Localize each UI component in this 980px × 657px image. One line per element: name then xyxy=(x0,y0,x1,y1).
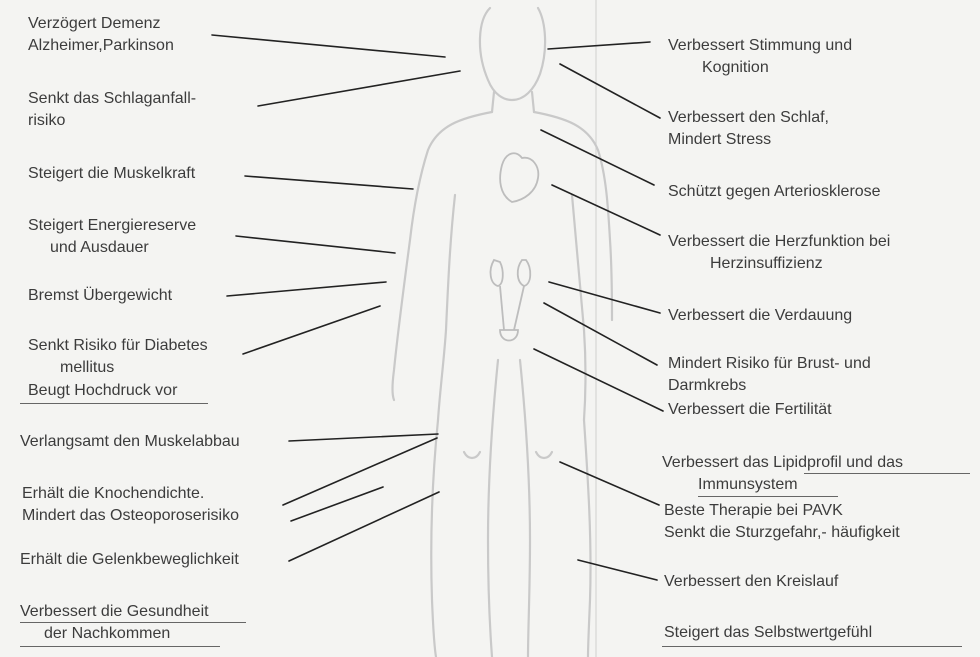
leader-diabetes xyxy=(243,306,380,354)
leader-muscle-strength xyxy=(245,176,413,189)
leader-energy xyxy=(236,236,395,253)
label-line: Steigert das Selbstwertgefühl xyxy=(664,622,872,644)
label-line: Verzögert Demenz xyxy=(28,13,174,35)
heart-organ xyxy=(500,153,538,202)
label-line: Alzheimer,Parkinson xyxy=(28,35,174,57)
label-line: Herzinsuffizienz xyxy=(668,253,890,275)
label-line: Senkt die Sturzgefahr,- häufigkeit xyxy=(664,522,900,544)
underline-self-esteem xyxy=(662,646,962,647)
label-sleep: Verbessert den Schlaf, Mindert Stress xyxy=(668,107,829,151)
label-line: Mindert das Osteoporoserisiko xyxy=(22,505,239,527)
label-line: Verlangsamt den Muskelabbau xyxy=(20,431,240,453)
label-pavk: Beste Therapie bei PAVK Senkt die Sturzg… xyxy=(664,500,900,544)
label-line: mellitus xyxy=(28,357,208,379)
label-line: Beugt Hochdruck vor xyxy=(28,380,177,402)
underline-hypertension xyxy=(20,403,208,404)
label-self-esteem: Steigert das Selbstwertgefühl xyxy=(664,622,872,644)
leader-sleep xyxy=(560,64,660,118)
leader-arteriosclerosis xyxy=(541,130,654,185)
label-lipid: Verbessert das Lipidprofil und das Immun… xyxy=(662,452,903,496)
label-line: Verbessert den Schlaf, xyxy=(668,107,829,129)
leader-bone-2 xyxy=(291,487,383,521)
label-line: Mindert Risiko für Brust- und xyxy=(668,353,871,375)
label-cancer: Mindert Risiko für Brust- und Darmkrebs xyxy=(668,353,871,397)
label-diabetes: Senkt Risiko für Diabetes mellitus xyxy=(28,335,208,379)
label-line: Verbessert die Herzfunktion bei xyxy=(668,231,890,253)
label-digestion: Verbessert die Verdauung xyxy=(668,305,852,327)
leader-mood xyxy=(548,42,650,49)
label-line: Verbessert den Kreislauf xyxy=(664,571,838,593)
leader-pavk xyxy=(560,462,659,505)
leader-stroke xyxy=(258,71,460,106)
leader-joints xyxy=(289,492,439,561)
underline-lipid-2 xyxy=(698,496,838,497)
leader-overweight xyxy=(227,282,386,296)
label-line: Mindert Stress xyxy=(668,129,829,151)
label-line: Senkt Risiko für Diabetes xyxy=(28,335,208,357)
leader-lines xyxy=(212,35,663,580)
leader-muscle-loss xyxy=(289,434,438,441)
label-joints: Erhält die Gelenkbeweglichkeit xyxy=(20,549,239,571)
label-hypertension: Beugt Hochdruck vor xyxy=(28,380,177,402)
label-line: Verbessert die Gesundheit xyxy=(20,601,209,623)
label-line: und Ausdauer xyxy=(28,237,196,259)
label-muscle-strength: Steigert die Muskelkraft xyxy=(28,163,195,185)
label-bone: Erhält die Knochendichte. Mindert das Os… xyxy=(22,483,239,527)
label-line: Kognition xyxy=(668,57,852,79)
leader-cancer xyxy=(544,303,657,365)
label-muscle-loss: Verlangsamt den Muskelabbau xyxy=(20,431,240,453)
leader-digestion xyxy=(549,282,660,313)
kidney-organs xyxy=(491,260,531,341)
label-heart: Verbessert die Herzfunktion bei Herzinsu… xyxy=(668,231,890,275)
label-arteriosclerosis: Schützt gegen Arteriosklerose xyxy=(668,181,881,203)
label-line: Verbessert das Lipidprofil und das xyxy=(662,452,903,474)
label-line: Darmkrebs xyxy=(668,375,871,397)
label-line: Verbessert Stimmung und xyxy=(668,35,852,57)
label-energy: Steigert Energiereserve und Ausdauer xyxy=(28,215,196,259)
label-line: Verbessert die Fertilität xyxy=(668,399,832,421)
label-line: risiko xyxy=(28,110,196,132)
label-line: Steigert die Muskelkraft xyxy=(28,163,195,185)
label-dementia: Verzögert Demenz Alzheimer,Parkinson xyxy=(28,13,174,57)
underline-offspring-1 xyxy=(20,622,246,623)
label-line: Bremst Übergewicht xyxy=(28,285,172,307)
label-line: Steigert Energiereserve xyxy=(28,215,196,237)
label-line: Erhält die Knochendichte. xyxy=(22,483,239,505)
label-overweight: Bremst Übergewicht xyxy=(28,285,172,307)
label-line: Erhält die Gelenkbeweglichkeit xyxy=(20,549,239,571)
leader-dementia xyxy=(212,35,445,57)
label-offspring: Verbessert die Gesundheit der Nachkommen xyxy=(20,601,209,645)
label-mood: Verbessert Stimmung und Kognition xyxy=(668,35,852,79)
label-fertility: Verbessert die Fertilität xyxy=(668,399,832,421)
label-line: Beste Therapie bei PAVK xyxy=(664,500,900,522)
underline-offspring-2 xyxy=(20,646,220,647)
label-line: Verbessert die Verdauung xyxy=(668,305,852,327)
label-line: Schützt gegen Arteriosklerose xyxy=(668,181,881,203)
label-line: Senkt das Schlaganfall- xyxy=(28,88,196,110)
label-line: Immunsystem xyxy=(662,474,903,496)
label-line: der Nachkommen xyxy=(20,623,209,645)
underline-lipid-1 xyxy=(804,473,970,474)
label-stroke: Senkt das Schlaganfall- risiko xyxy=(28,88,196,132)
label-circulation: Verbessert den Kreislauf xyxy=(664,571,838,593)
